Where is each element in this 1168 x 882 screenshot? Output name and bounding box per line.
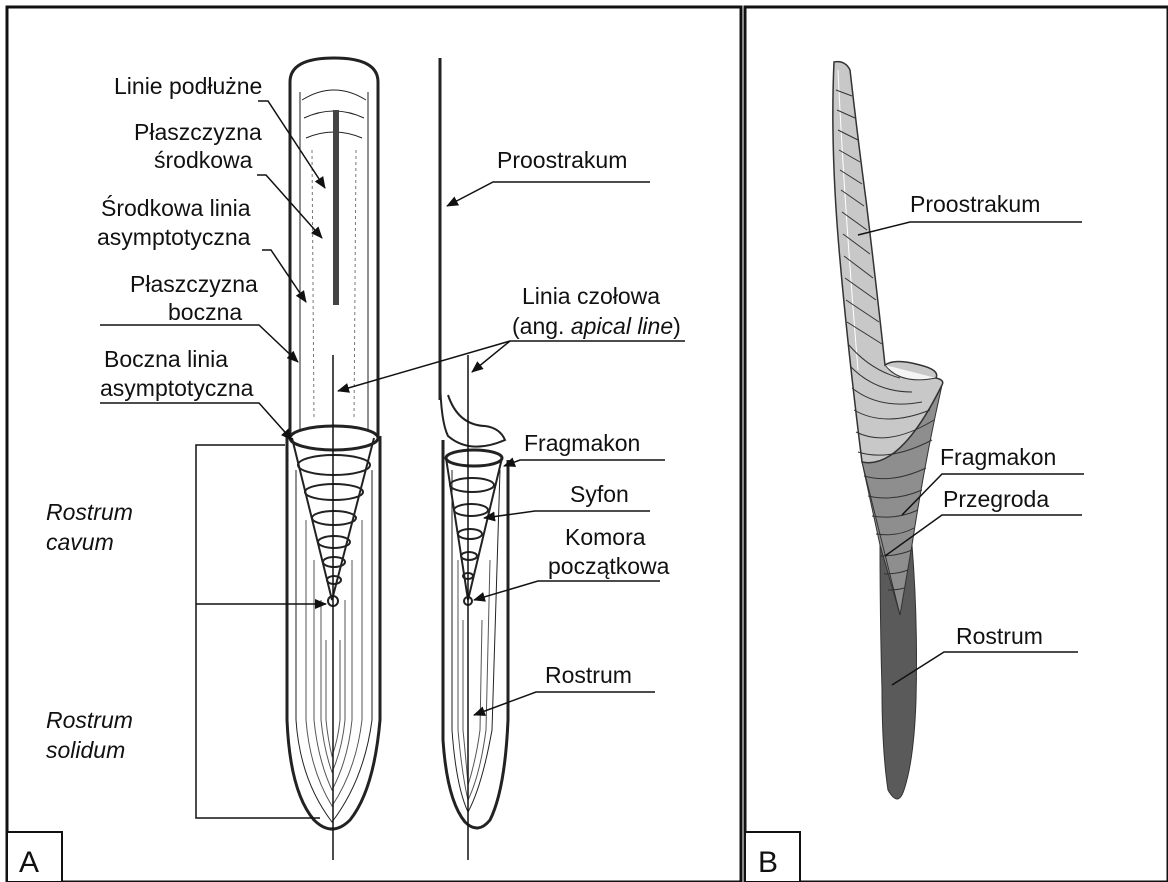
label-komora-2: początkowa [548,553,670,579]
panel-a-labels: Linie podłużne Płaszczyzna środkowa Środ… [46,73,681,763]
label-plaszczyzna-srodkowa-2: środkowa [154,147,253,173]
panel-a-letter: A [19,846,39,879]
label-boczna-linia-1: Boczna linia [104,346,228,372]
label-proostrakum-a: Proostrakum [497,147,627,173]
panel-b-letter: B [758,846,778,879]
label-fragmakon-b: Fragmakon [940,444,1056,470]
label-przegroda: Przegroda [943,486,1049,512]
label-plaszczyzna-srodkowa-1: Płaszczyzna [134,119,262,145]
belemnite-cutaway-model [833,62,943,799]
label-linia-czolowa-2: (ang. apical line) [512,313,681,339]
label-boczna-linia-2: asymptotyczna [100,375,254,401]
belemnite-front-view [287,58,380,860]
label-rostrum-a: Rostrum [545,662,632,688]
label-linie-podluzne: Linie podłużne [114,73,262,99]
label-srodkowa-linia-2: asymptotyczna [97,224,251,250]
label-rostrum-solidum-1: Rostrum [46,707,133,733]
label-rostrum-b: Rostrum [956,623,1043,649]
label-rostrum-cavum-1: Rostrum [46,499,133,525]
label-komora-1: Komora [565,524,646,550]
label-proostrakum-b: Proostrakum [910,191,1040,217]
belemnite-side-view [440,58,508,860]
label-plaszczyzna-boczna-2: boczna [168,299,242,325]
label-plaszczyzna-boczna-1: Płaszczyzna [130,271,258,297]
label-rostrum-solidum-2: solidum [46,737,125,763]
label-syfon: Syfon [570,481,629,507]
label-srodkowa-linia-1: Środkowa linia [101,194,251,221]
label-rostrum-cavum-2: cavum [46,529,114,555]
label-linia-czolowa-1: Linia czołowa [522,283,660,309]
label-fragmakon-a: Fragmakon [524,430,640,456]
